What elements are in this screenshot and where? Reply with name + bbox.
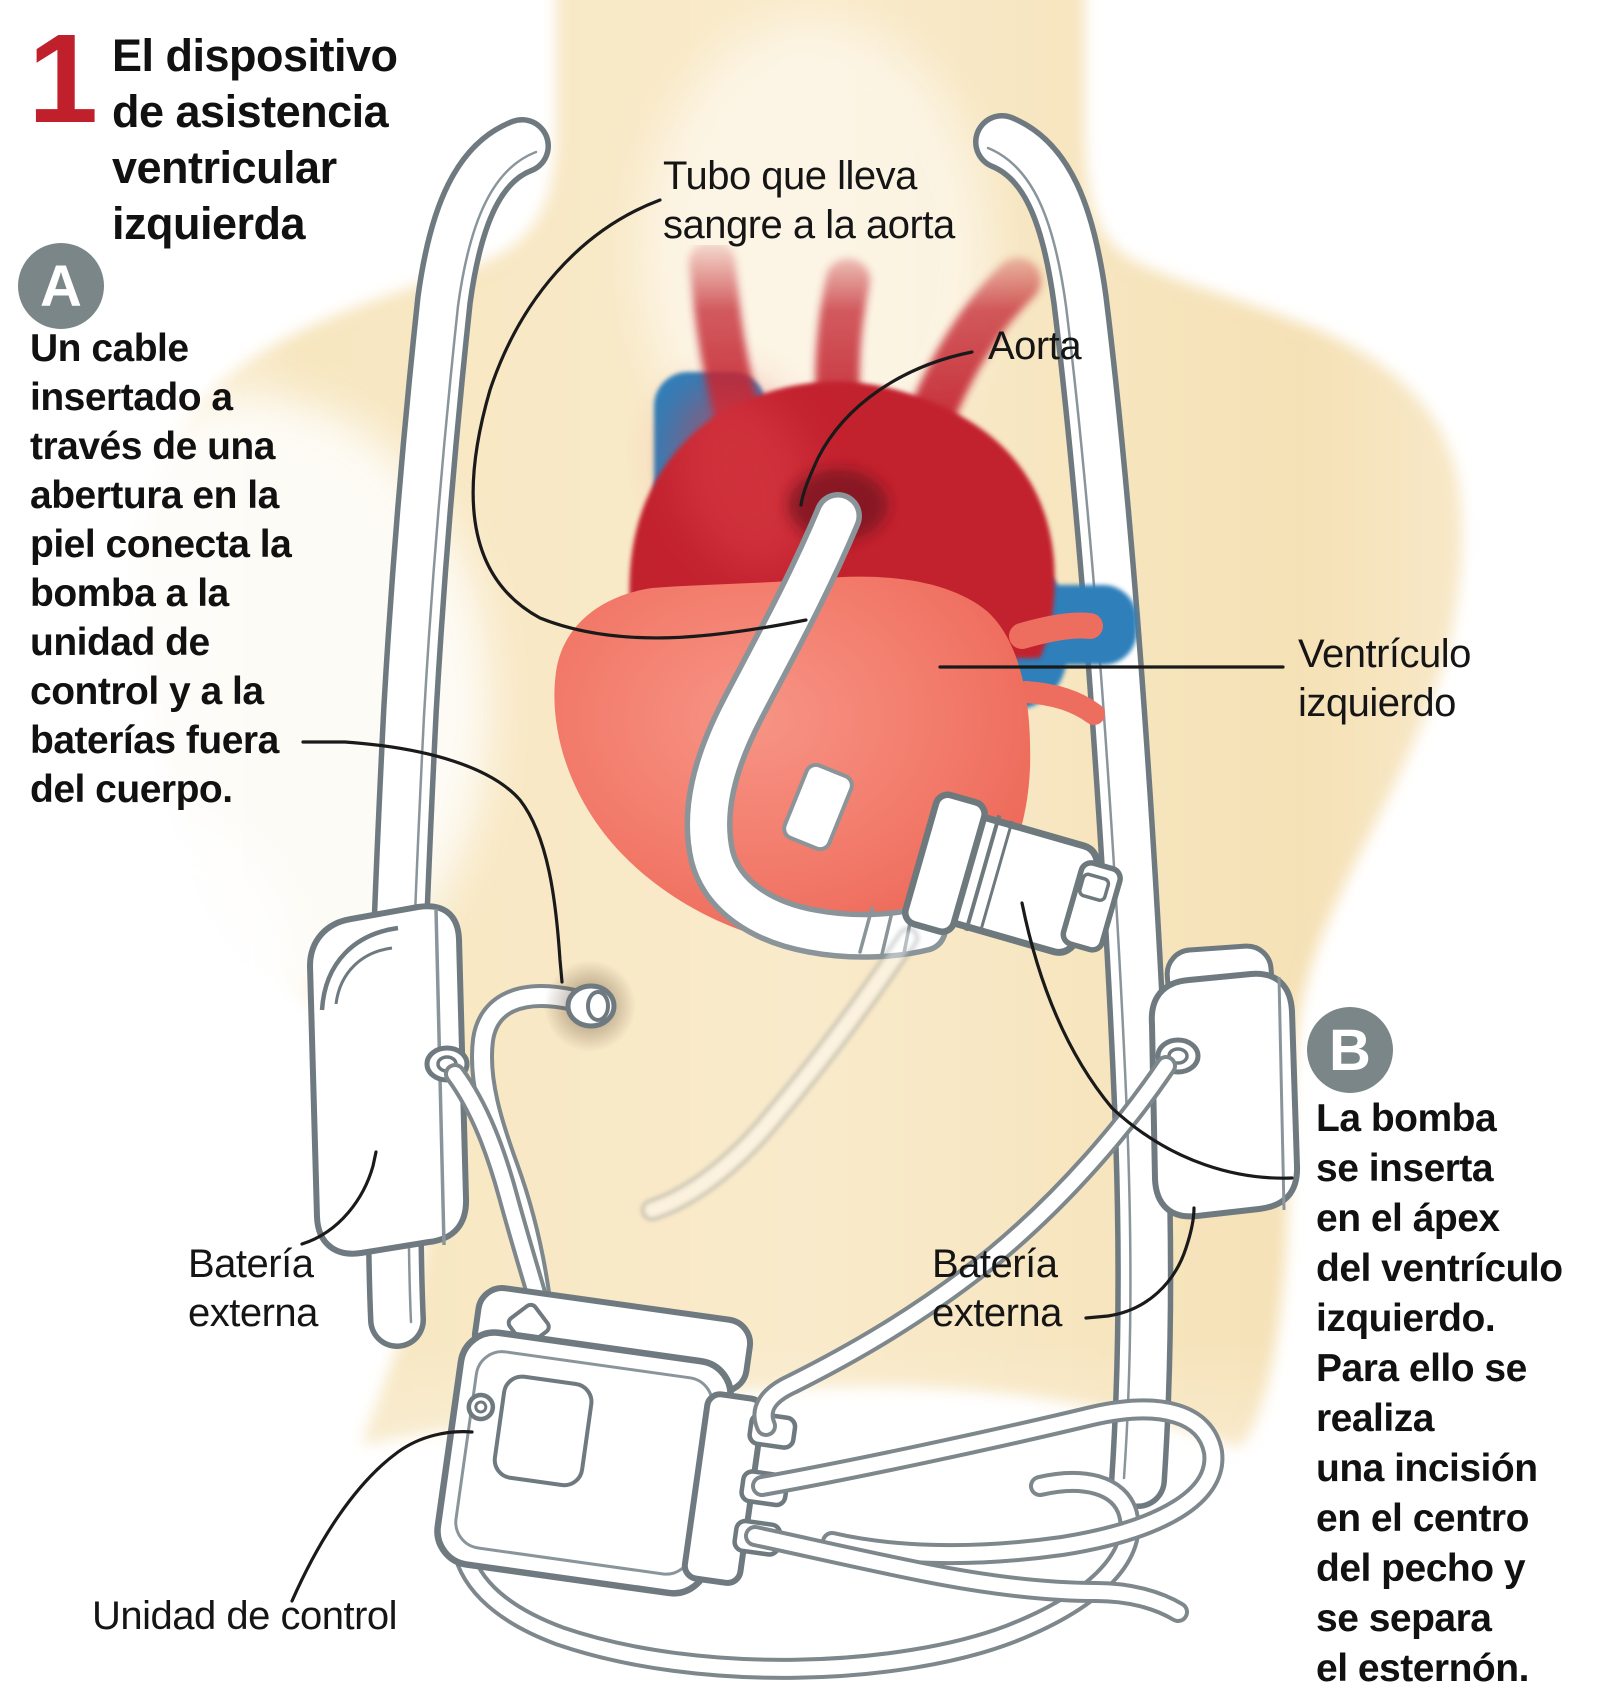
tube-collar: [782, 762, 854, 852]
badge-b: B: [1307, 1007, 1393, 1093]
outflow-tube: [684, 492, 948, 960]
cable-to-right-battery: [752, 1055, 1177, 1437]
heart-body-left-ventricle: [554, 576, 1031, 951]
label-aorta: Aorta: [988, 324, 1082, 368]
driveline-subcutaneous-ghost: [641, 927, 919, 1221]
leader-aorta: [799, 350, 974, 507]
infographic-title: El dispositivo de asistencia ventricular…: [112, 30, 398, 249]
label-control-unit: Unidad de control: [92, 1594, 398, 1638]
badge-a: A: [18, 243, 104, 329]
battery-clip-line: [319, 925, 399, 1011]
leader-control-unit: [290, 1430, 474, 1603]
leader-tube-label: [471, 198, 808, 640]
step-number: 1: [28, 8, 99, 149]
heart-illustration: [554, 239, 1137, 951]
external-battery-left: [306, 903, 470, 1257]
pump-cap-notch: [1077, 872, 1111, 903]
lvad-pump: [902, 791, 1123, 956]
label-battery-right: Batería externa: [932, 1242, 1062, 1335]
control-unit-screen: [492, 1374, 594, 1488]
section-b-text: La bomba se inserta en el ápex del ventr…: [1316, 1097, 1563, 1685]
pump-inflow-flange: [902, 791, 988, 935]
battery-left-cable: [444, 1063, 549, 1311]
leader-battery-right: [1084, 1206, 1196, 1320]
section-a-text: Un cable insertado a través de una abert…: [30, 327, 292, 811]
leader-lines: [290, 198, 1294, 1603]
leader-pump-b: [1020, 901, 1294, 1180]
aorta-highlight: [675, 388, 815, 572]
skin-exit-button: [544, 960, 636, 1052]
label-tube: Tubo que lleva sangre a la aorta: [663, 154, 955, 247]
cable-right-middle: [751, 1398, 1225, 1566]
cable-right-lower: [744, 1525, 1189, 1623]
bottom-fade: [0, 1340, 1600, 1685]
arm-fade-left: [0, 810, 300, 1150]
leader-exit-site: [301, 740, 564, 984]
shoulder-strap-right: [973, 113, 1174, 1509]
external-battery-right: [1148, 943, 1301, 1220]
label-battery-left: Batería externa: [188, 1242, 318, 1335]
label-ventricle: Ventrículo izquierdo: [1298, 632, 1471, 725]
leader-battery-left: [300, 1150, 378, 1246]
